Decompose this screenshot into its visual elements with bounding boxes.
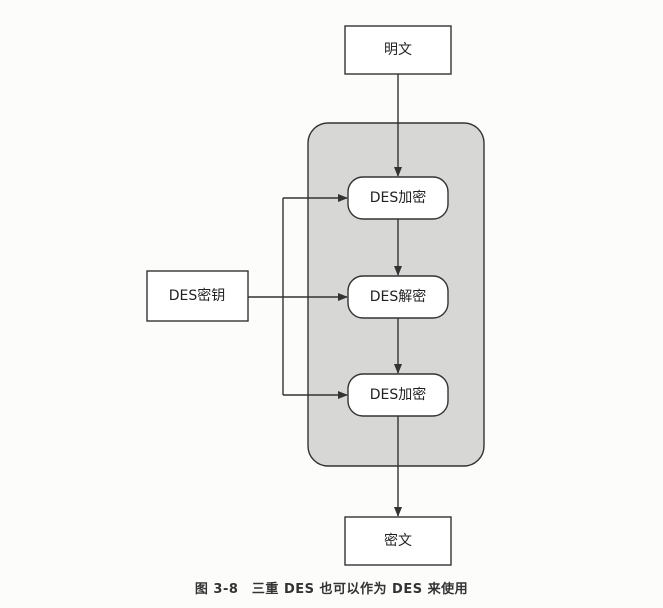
- plaintext-label: 明文: [384, 42, 412, 58]
- des-encrypt-1-node: DES加密: [347, 176, 449, 220]
- des-flow-diagram: 明文 DES加密 DES解密 DES加密 密文 DES密钥: [146, 25, 485, 566]
- des-key-label: DES密钥: [169, 287, 226, 304]
- ciphertext-node: 密文: [344, 516, 452, 566]
- plaintext-node: 明文: [344, 25, 452, 75]
- des-encrypt-2-label: DES加密: [370, 386, 427, 403]
- des-encrypt-1-label: DES加密: [370, 189, 427, 206]
- ciphertext-label: 密文: [384, 532, 412, 549]
- des-decrypt-node: DES解密: [347, 275, 449, 319]
- des-decrypt-label: DES解密: [370, 288, 427, 305]
- des-key-node: DES密钥: [146, 270, 249, 322]
- des-encrypt-2-node: DES加密: [347, 373, 449, 417]
- figure-caption: 图 3-8 三重 DES 也可以作为 DES 来使用: [194, 582, 469, 597]
